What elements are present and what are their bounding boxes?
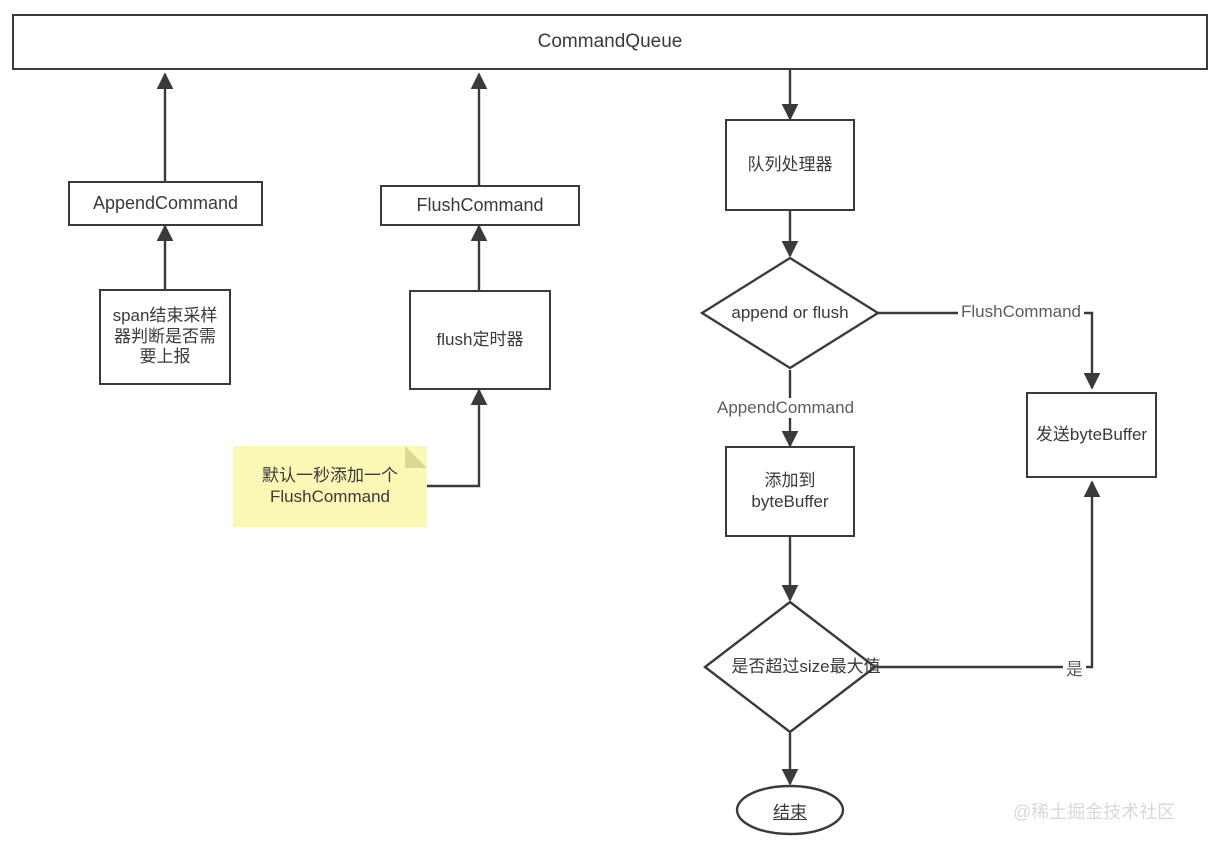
node-span-sampler[interactable]: span结束采样器判断是否需要上报 <box>99 289 231 385</box>
node-queue-processor-label: 队列处理器 <box>747 154 833 174</box>
node-flush-command-label: FlushCommand <box>416 194 544 215</box>
node-decision-append-or-flush[interactable]: append or flush <box>699 256 881 370</box>
node-append-command-label: AppendCommand <box>92 192 239 213</box>
note-flush-interval-label: 默认一秒添加一个FlushCommand <box>262 465 398 506</box>
note-flush-interval[interactable]: 默认一秒添加一个FlushCommand <box>233 446 427 527</box>
node-send-bytebuffer-label: 发送byteBuffer <box>1035 424 1148 444</box>
node-append-command[interactable]: AppendCommand <box>68 181 263 226</box>
watermark: @稀土掘金技术社区 <box>1013 802 1176 822</box>
diamond-shape <box>699 256 881 370</box>
commandqueue-bar[interactable]: CommandQueue <box>12 14 1208 70</box>
node-decision-size-max-label: 是否超过size最大值 <box>731 656 881 676</box>
commandqueue-bar-label: CommandQueue <box>537 31 683 53</box>
edge-label-flushcommand: FlushCommand <box>958 302 1084 322</box>
node-span-sampler-label: span结束采样器判断是否需要上报 <box>112 305 218 367</box>
node-send-bytebuffer[interactable]: 发送byteBuffer <box>1026 392 1157 478</box>
node-decision-size-max[interactable]: 是否超过size最大值 <box>703 600 881 734</box>
edge-decision-flush-to-send <box>877 311 1101 390</box>
diamond-shape <box>703 600 877 734</box>
node-add-to-bytebuffer[interactable]: 添加到byteBuffer <box>725 446 855 537</box>
node-flush-timer-label: flush定时器 <box>436 329 524 349</box>
node-end[interactable]: 结束 <box>735 784 845 836</box>
node-flush-command[interactable]: FlushCommand <box>380 185 580 226</box>
node-end-label: 结束 <box>773 802 807 822</box>
node-add-to-bytebuffer-label: 添加到byteBuffer <box>751 470 829 511</box>
edge-label-yes: 是 <box>1063 655 1086 680</box>
edge-note-to-flushtimer <box>427 388 488 488</box>
ellipse-shape <box>735 784 845 836</box>
edge-label-appendcommand: AppendCommand <box>714 398 858 418</box>
node-queue-processor[interactable]: 队列处理器 <box>725 119 855 211</box>
node-flush-timer[interactable]: flush定时器 <box>409 290 551 390</box>
node-decision-append-or-flush-label: append or flush <box>731 302 849 322</box>
note-fold-corner-icon <box>405 446 427 468</box>
